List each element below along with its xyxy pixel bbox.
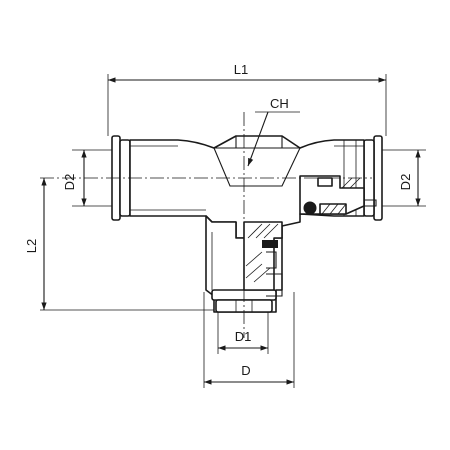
label-l1: L1 — [234, 62, 248, 77]
dimension-d2-left: D2 — [62, 149, 112, 207]
label-d1: D1 — [235, 329, 252, 344]
dimension-l2: L2 — [24, 178, 214, 311]
dimension-d1: D1 — [217, 312, 269, 354]
dimension-d: D — [203, 292, 295, 388]
dimension-l1: L1 — [107, 62, 387, 136]
center-lines — [40, 112, 372, 338]
dimension-ch: CH — [247, 96, 300, 167]
label-d2-right: D2 — [398, 174, 413, 191]
dimension-d2-right: D2 — [382, 149, 426, 207]
label-ch: CH — [270, 96, 289, 111]
section-cutaway — [243, 175, 377, 297]
label-d2-left: D2 — [62, 174, 77, 191]
label-l2: L2 — [24, 239, 39, 253]
label-d: D — [241, 363, 250, 378]
